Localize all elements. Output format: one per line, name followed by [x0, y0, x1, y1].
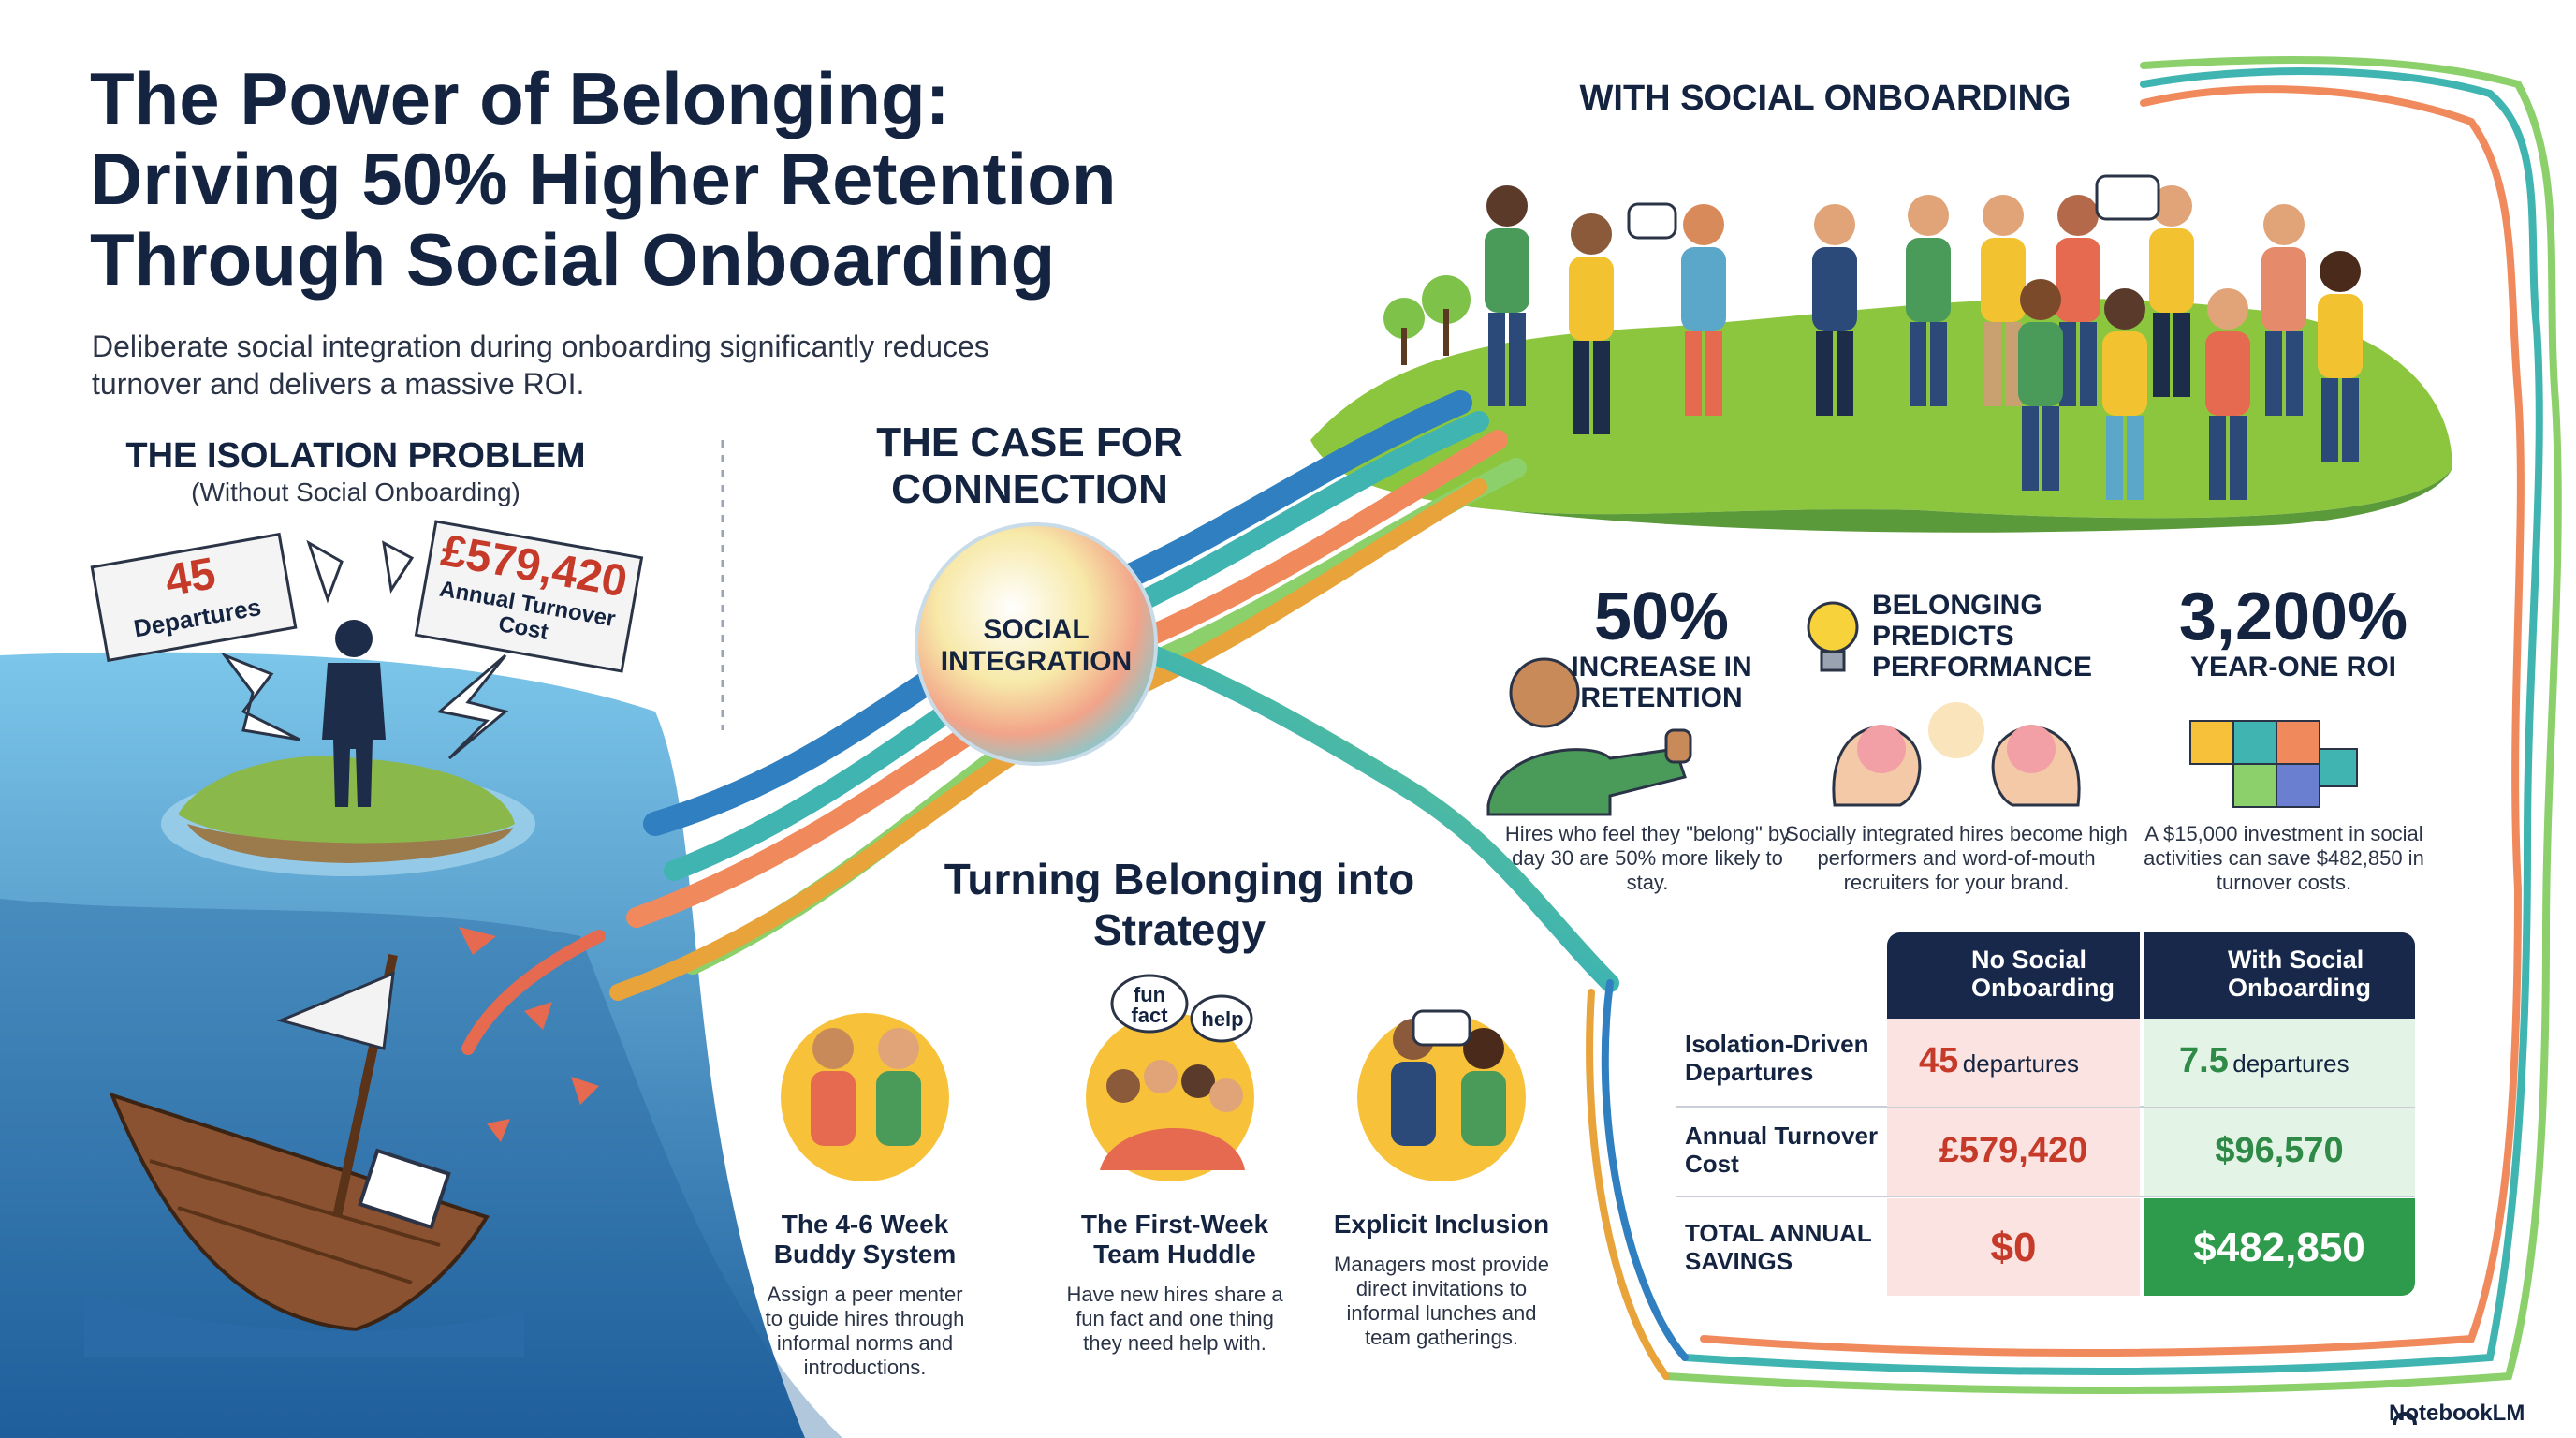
isolation-subheading: (Without Social Onboarding)	[191, 477, 520, 506]
lightning-icon	[220, 539, 509, 760]
strategy-item-huddle: The First-Week Team Huddle Have new hire…	[1058, 1210, 1292, 1356]
header-label: With Social Onboarding	[2228, 946, 2371, 1002]
table-cell-total: $482,850	[2144, 1198, 2415, 1296]
table-header-no-social: No Social Onboarding	[1887, 932, 2140, 1019]
stat-belonging-label: BELONGING PREDICTS PERFORMANCE	[1872, 590, 2093, 682]
page-title: The Power of Belonging: Driving 50% High…	[90, 58, 1307, 300]
title-line-3: Through Social Onboarding	[90, 218, 1056, 301]
inclusion-illustration	[1357, 1009, 1526, 1181]
notebooklm-logo-icon	[2393, 1412, 2417, 1426]
title-line-2: Driving 50% Higher Retention	[90, 138, 1117, 220]
stat-description: A $15,000 investment in social activitie…	[2144, 822, 2424, 894]
row-label: TOTAL ANNUAL SAVINGS	[1685, 1219, 1872, 1275]
isolation-heading: THE ISOLATION PROBLEM	[125, 436, 586, 476]
strategy-description: Managers most provide direct invitations…	[1334, 1253, 1549, 1349]
cell-unit: departures	[2232, 1049, 2349, 1078]
table-header-with-social: With Social Onboarding	[2144, 932, 2415, 1019]
cell-value: $96,570	[2215, 1131, 2344, 1170]
stat-roi: 3,200% YEAR-ONE ROI	[2134, 582, 2452, 682]
strategy-description: Assign a peer menter to guide hires thro…	[765, 1283, 965, 1379]
brand-label: NotebookLM	[2389, 1401, 2525, 1426]
table-grid	[1676, 1106, 2415, 1197]
strategy-title: Explicit Inclusion	[1333, 1210, 1550, 1239]
stat-description: Hires who feel they "belong" by day 30 a…	[1504, 822, 1791, 894]
strategy-item-inclusion: Explicit Inclusion Managers most provide…	[1329, 1210, 1554, 1350]
cell-unit: departures	[1962, 1049, 2080, 1078]
row-label: Isolation-Driven Departures	[1685, 1030, 1869, 1086]
stat-label: INCREASE IN RETENTION	[1571, 652, 1752, 713]
strategy-title: The 4-6 Week Buddy System	[773, 1210, 957, 1269]
hill-illustration	[1310, 174, 2452, 533]
debris-illustration	[459, 927, 599, 1142]
strategy-title: The First-Week Team Huddle	[1080, 1210, 1269, 1269]
puzzle-icon	[2189, 720, 2358, 808]
strategy-heading: Turning Belonging into Strategy	[944, 855, 1415, 954]
row-label: Annual Turnover Cost	[1685, 1122, 1879, 1178]
cell-value: 7.5	[2179, 1041, 2229, 1080]
lightbulb-icon	[1807, 601, 1859, 672]
island-illustration	[161, 620, 535, 876]
page-subtitle: Deliberate social integration during onb…	[92, 330, 989, 401]
shipwreck-illustration	[84, 953, 524, 1357]
help-bubble	[1190, 994, 1253, 1043]
stat-retention: 50% INCREASE IN RETENTION	[1554, 582, 1769, 713]
cell-value: $0	[1990, 1225, 2037, 1270]
stat-value: 3,200%	[2178, 580, 2408, 654]
brains-illustration	[1832, 702, 2081, 807]
cell-value: 45	[1919, 1041, 1959, 1080]
table-cell: 45 departures	[1887, 1019, 2140, 1107]
fun-fact-bubble	[1110, 974, 1189, 1034]
strategy-description: Have new hires share a fun fact and one …	[1066, 1283, 1283, 1355]
case-heading: THE CASE FOR CONNECTION	[876, 419, 1183, 512]
fun-fact-bubble-text: fun fact	[1131, 983, 1168, 1027]
team-huddle-illustration	[1086, 1013, 1254, 1181]
cell-value: $482,850	[2193, 1225, 2365, 1270]
with-social-heading: WITH SOCIAL ONBOARDING	[1579, 79, 2071, 118]
help-bubble-text: help	[1201, 1007, 1244, 1031]
table-cell: $0	[1887, 1198, 2140, 1296]
table-cell: 7.5 departures	[2144, 1019, 2415, 1107]
stat-value: 50%	[1593, 580, 1730, 654]
thumbs-up-person-illustration	[1486, 657, 1692, 816]
buddy-system-illustration	[781, 1013, 949, 1181]
header-label: No Social Onboarding	[1971, 946, 2115, 1002]
table-cell: $96,570	[2144, 1108, 2415, 1196]
orb-label: SOCIAL INTEGRATION	[940, 614, 1133, 677]
border-braid	[1586, 56, 2562, 1394]
orb-illustration	[915, 522, 1158, 766]
strategy-item-buddy: The 4-6 Week Buddy System Assign a peer …	[762, 1210, 968, 1380]
crowd-illustration	[1485, 185, 2363, 500]
stat-description: Socially integrated hires become high pe…	[1785, 822, 2128, 894]
title-line-1: The Power of Belonging:	[90, 57, 950, 139]
cell-value: £579,420	[1939, 1131, 2088, 1170]
table-cell: £579,420	[1887, 1108, 2140, 1196]
stat-label: YEAR-ONE ROI	[2189, 652, 2397, 682]
